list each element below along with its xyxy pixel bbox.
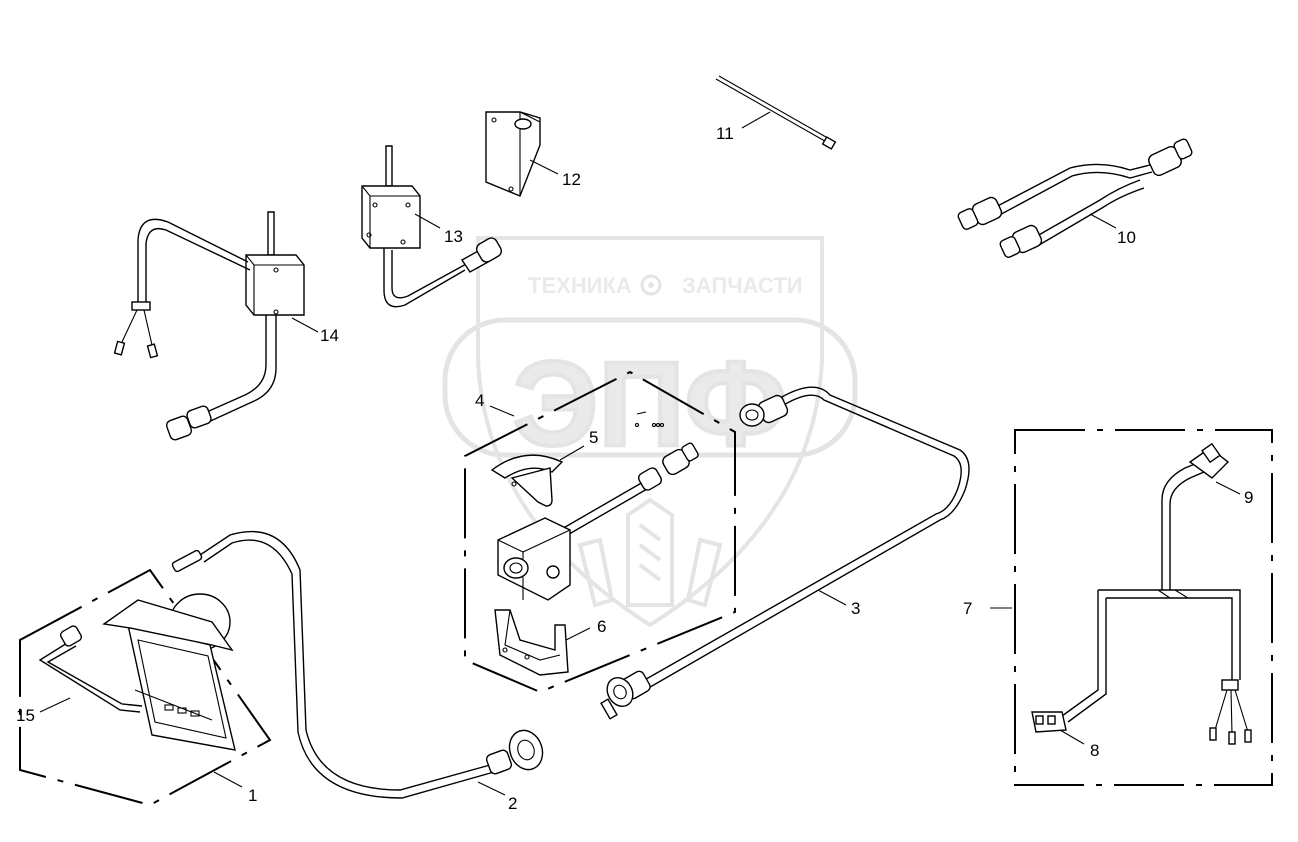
watermark: ТЕХНИКА ЗАПЧАСТИ ЭПФ bbox=[442, 236, 858, 628]
monitor-kit-frame bbox=[19, 568, 272, 807]
callout-5: 5 bbox=[589, 428, 598, 447]
callout-7: 7 bbox=[963, 599, 972, 618]
watermark-text-right: ЗАПЧАСТИ bbox=[682, 273, 803, 298]
cable-3 bbox=[600, 386, 970, 720]
y-cable-10 bbox=[957, 138, 1193, 258]
callout-12: 12 bbox=[562, 170, 581, 189]
wiring-harness bbox=[1061, 461, 1252, 745]
callout-3: 3 bbox=[851, 599, 860, 618]
monitor-cable-15 bbox=[38, 625, 143, 713]
callout-9: 9 bbox=[1244, 488, 1253, 507]
callout-1: 1 bbox=[248, 786, 257, 805]
harness-kit-frame bbox=[990, 429, 1273, 786]
callout-11: 11 bbox=[716, 124, 734, 143]
camera-unit bbox=[497, 442, 699, 601]
watermark-text-left: ТЕХНИКА bbox=[528, 273, 632, 298]
camera-visor-5 bbox=[490, 445, 585, 507]
camera-bracket-6 bbox=[494, 609, 591, 676]
watermark-logo: ЭПФ bbox=[513, 337, 787, 471]
callout-6: 6 bbox=[597, 617, 606, 636]
callout-13: 13 bbox=[444, 227, 463, 246]
camera-kit-frame bbox=[464, 370, 736, 694]
callout-8: 8 bbox=[1090, 741, 1099, 760]
transmitter-13 bbox=[361, 145, 503, 308]
connector-8 bbox=[1031, 711, 1085, 745]
callout-2: 2 bbox=[508, 794, 517, 813]
monitor bbox=[102, 593, 236, 751]
callout-14: 14 bbox=[320, 326, 339, 345]
callout-15: 15 bbox=[16, 706, 35, 725]
transmitter-14 bbox=[113, 211, 319, 441]
gear-icon bbox=[640, 274, 662, 296]
callout-10: 10 bbox=[1117, 228, 1136, 247]
callout-4: 4 bbox=[475, 391, 484, 410]
cable-tie bbox=[715, 75, 837, 150]
bracket-12 bbox=[485, 111, 559, 197]
connector-9 bbox=[1188, 442, 1241, 495]
cable-2 bbox=[171, 530, 544, 799]
